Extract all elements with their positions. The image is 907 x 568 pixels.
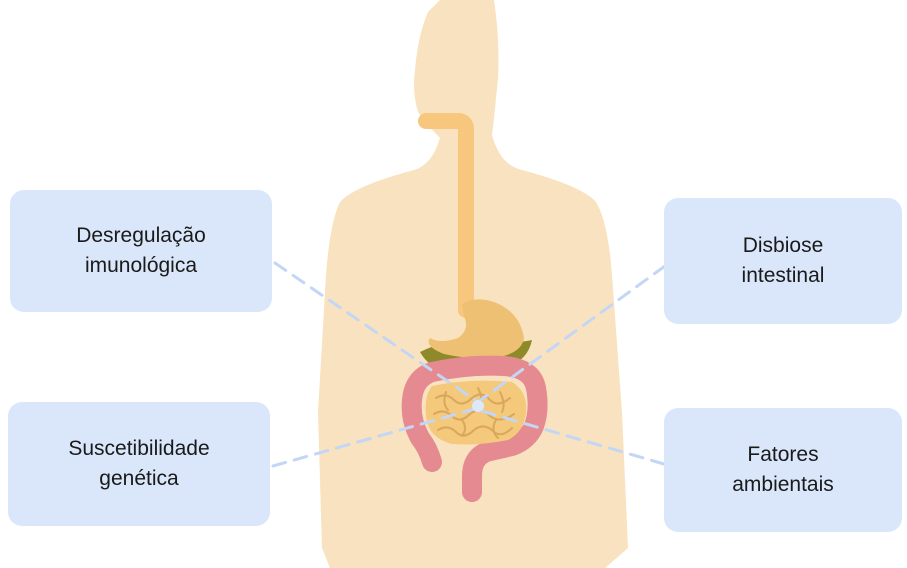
label-text-intestinal-dysbiosis: Disbiose intestinal	[742, 231, 825, 292]
label-box-genetic-susceptibility: Suscetibilidade genética	[8, 402, 270, 526]
label-box-intestinal-dysbiosis: Disbiose intestinal	[664, 198, 902, 324]
label-text-environmental-factors: Fatores ambientais	[732, 440, 834, 501]
label-box-immune-dysregulation: Desregulação imunológica	[10, 190, 272, 312]
label-text-genetic-susceptibility: Suscetibilidade genética	[68, 434, 209, 495]
label-text-immune-dysregulation: Desregulação imunológica	[76, 221, 206, 282]
small-intestine	[426, 381, 527, 445]
label-box-environmental-factors: Fatores ambientais	[664, 408, 902, 532]
center-point	[472, 400, 484, 412]
